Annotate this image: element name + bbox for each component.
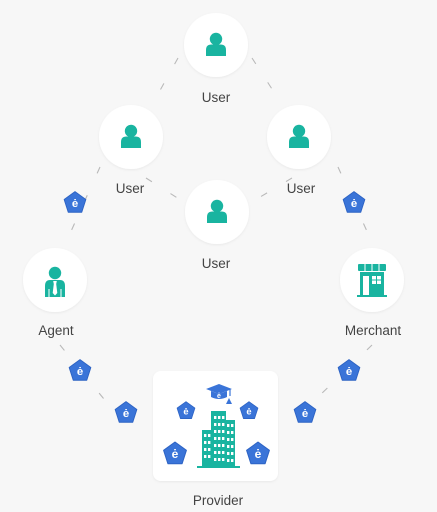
agent-icon	[45, 266, 65, 297]
svg-text:ė: ė	[217, 393, 221, 400]
merchant-node	[340, 248, 404, 312]
e-currency-token-icon	[342, 191, 366, 213]
agent-label: Agent	[38, 323, 74, 338]
e-currency-token-icon	[293, 401, 317, 423]
e-currency-token-icon	[68, 359, 92, 381]
user-node-center	[185, 180, 249, 244]
e-currency-token-icon	[63, 191, 87, 213]
store-icon	[357, 264, 387, 297]
e-currency-token-icon	[337, 359, 361, 381]
user-center-label: User	[201, 256, 231, 271]
user-top-label: User	[201, 90, 231, 105]
building-icon	[197, 411, 240, 468]
provider-node: ė	[153, 371, 278, 481]
e-currency-token-icon	[114, 401, 138, 423]
user-node-left	[99, 105, 163, 169]
graduation-cap-icon: ė	[206, 384, 232, 404]
user-node-top	[184, 13, 248, 77]
user-right-label: User	[286, 181, 316, 196]
user-left-label: User	[115, 181, 145, 196]
user-node-right	[267, 105, 331, 169]
provider-label: Provider	[192, 493, 244, 508]
agent-node	[23, 248, 87, 312]
merchant-label: Merchant	[344, 323, 402, 338]
